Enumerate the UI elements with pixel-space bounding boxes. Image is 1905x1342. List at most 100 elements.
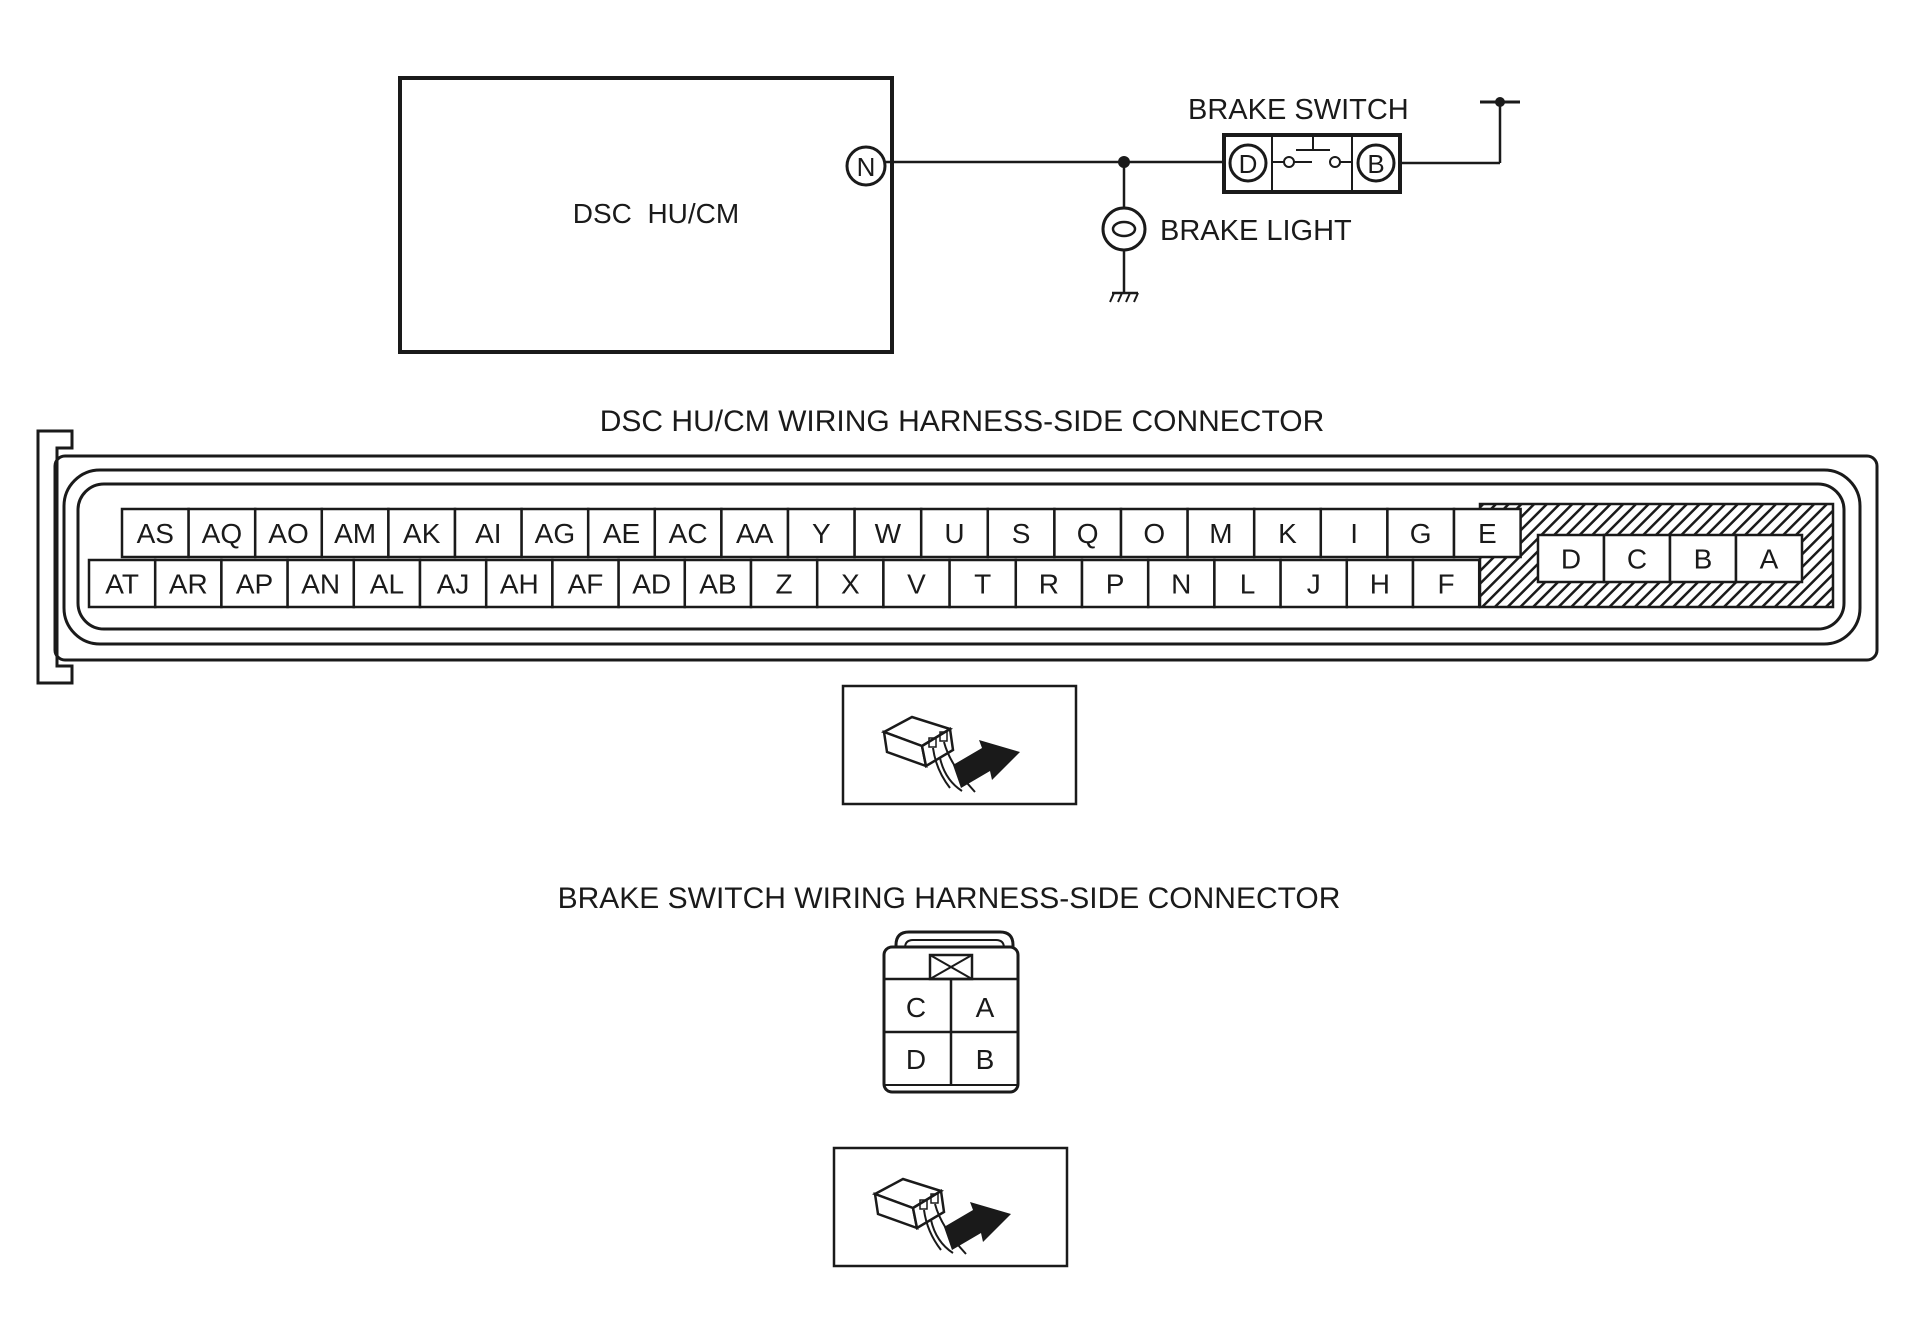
pin-label: AN — [301, 569, 340, 600]
switch-contact-icon — [1272, 137, 1352, 168]
pin-o: O — [1119, 507, 1189, 559]
pin-p: P — [1080, 558, 1150, 609]
pin-label: AL — [370, 569, 404, 600]
pin-label: J — [1307, 569, 1321, 600]
pin-label: AE — [603, 518, 640, 549]
pin-cell — [948, 558, 1018, 609]
pin-aa: AA — [720, 507, 790, 559]
connector-housing-inner — [76, 482, 1846, 631]
ground-icon — [1109, 291, 1139, 303]
pin-label: G — [1410, 518, 1432, 549]
pin-ap: AP — [220, 558, 289, 609]
harness-side-view-icon — [841, 684, 1078, 806]
switch-terminal-d-circle — [1228, 143, 1268, 183]
pin-label: H — [1370, 569, 1390, 600]
pin-al: AL — [352, 558, 422, 609]
pin-cell — [1119, 507, 1189, 559]
pin-label: C — [1627, 544, 1647, 575]
pin-cell — [919, 507, 990, 559]
pin-ag: AG — [520, 507, 590, 559]
brake-pin-c-label: C — [906, 992, 926, 1023]
switch-terminal-b-circle — [1356, 143, 1396, 183]
schematic: DSC HU/CM N BRAKE LIGHT BRAKE SWITCH D B — [398, 76, 1520, 354]
pin-f: F — [1411, 558, 1481, 609]
pin-label: L — [1240, 569, 1256, 600]
pin-m: M — [1186, 507, 1256, 559]
pin-cell — [1080, 558, 1150, 609]
pin-label: AJ — [437, 569, 470, 600]
pin-cell — [1252, 507, 1323, 559]
pin-label: AO — [268, 518, 308, 549]
pin-label: AA — [736, 518, 774, 549]
pin-cell — [520, 507, 590, 559]
pin-label: AM — [334, 518, 376, 549]
pin-q: Q — [1053, 507, 1123, 559]
pin-d: D — [1536, 533, 1606, 584]
pin-cell — [387, 507, 457, 559]
pin-label: AG — [535, 518, 575, 549]
pin-label: K — [1278, 518, 1297, 549]
pin-ae: AE — [586, 507, 657, 559]
pin-label: Y — [812, 518, 831, 549]
pin-label: AR — [169, 569, 208, 600]
pin-label: AT — [105, 569, 139, 600]
pin-label: N — [1171, 569, 1191, 600]
pin-label: F — [1438, 569, 1455, 600]
pin-r: R — [1014, 558, 1084, 609]
pin-label: AI — [475, 518, 501, 549]
pin-cell — [1053, 507, 1123, 559]
pin-cell — [1213, 558, 1282, 609]
pin-label: AP — [236, 569, 273, 600]
pin-e: E — [1452, 507, 1522, 559]
pin-cell — [1279, 558, 1349, 609]
brake-light-label: BRAKE LIGHT — [1160, 215, 1352, 247]
pin-cell — [1386, 507, 1456, 559]
pin-label: S — [1012, 518, 1031, 549]
pin-v: V — [882, 558, 951, 609]
pin-cell — [352, 558, 422, 609]
pin-label: X — [841, 569, 860, 600]
pin-label: P — [1106, 569, 1125, 600]
pin-label: D — [1561, 544, 1581, 575]
brake-light-bulb-icon — [1101, 206, 1147, 252]
connector-housing-middle — [62, 468, 1862, 646]
pin-x: X — [815, 558, 885, 609]
pin-cell — [1014, 558, 1084, 609]
bulb-filament-icon — [1111, 220, 1137, 238]
pin-cell — [1345, 558, 1415, 609]
pin-cell — [87, 558, 157, 609]
brake-connector-title: BRAKE SWITCH WIRING HARNESS-SIDE CONNECT… — [558, 882, 1341, 915]
pin-an: AN — [286, 558, 356, 609]
pin-label: AB — [699, 569, 736, 600]
pin-as: AS — [120, 507, 190, 559]
pin-cell — [653, 507, 723, 559]
dsc-module-box — [398, 76, 894, 354]
pin-label: I — [1350, 518, 1358, 549]
pin-cell — [120, 507, 190, 559]
pin-label: E — [1478, 518, 1497, 549]
pin-label: AQ — [202, 518, 242, 549]
pin-ao: AO — [253, 507, 324, 559]
pin-aj: AJ — [418, 558, 488, 609]
pin-cell — [1186, 507, 1256, 559]
pin-label: O — [1143, 518, 1165, 549]
pin-a: A — [1734, 533, 1804, 584]
brake-pin-a-label: A — [976, 992, 995, 1023]
pin-cell — [320, 507, 390, 559]
pin-label: AD — [632, 569, 671, 600]
pin-cell — [453, 507, 523, 559]
pin-label: AS — [137, 518, 174, 549]
pin-cell — [1452, 507, 1522, 559]
pin-cell — [815, 558, 885, 609]
dsc-connector-title: DSC HU/CM WIRING HARNESS-SIDE CONNECTOR — [600, 405, 1324, 438]
pin-ab: AB — [683, 558, 753, 609]
pin-cell — [720, 507, 790, 559]
terminal-n-circle — [845, 145, 887, 187]
switch-terminal-b-label: B — [1367, 149, 1384, 179]
pin-cell — [617, 558, 687, 609]
terminal-n-label: N — [857, 152, 876, 182]
pin-cell — [187, 507, 257, 559]
